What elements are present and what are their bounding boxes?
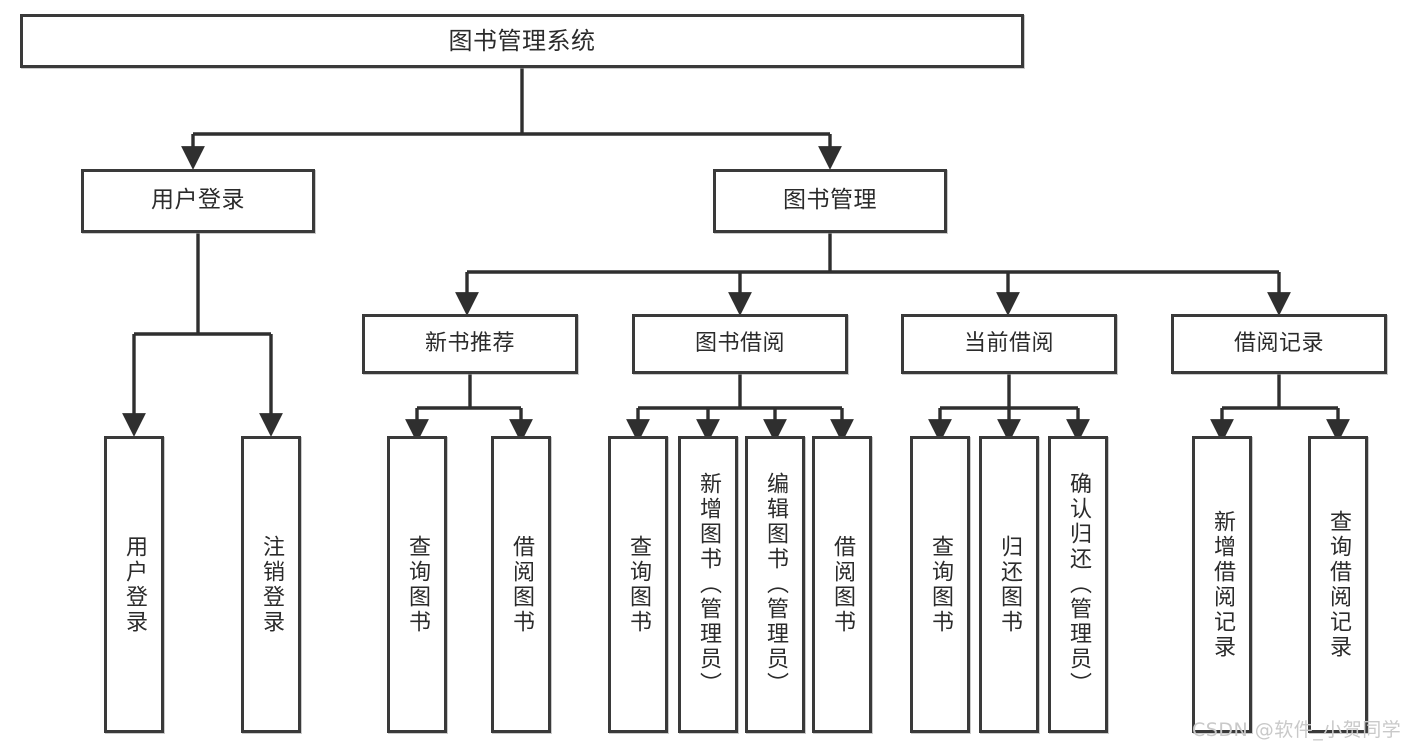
leaf-current-borrow-return[interactable]: 归还图书 (979, 436, 1039, 733)
leaf-book-borrow-query[interactable]: 查询图书 (608, 436, 668, 733)
node-label: 查询借阅记录 (1326, 509, 1351, 660)
node-root-library-system[interactable]: 图书管理系统 (20, 14, 1024, 68)
node-book-management[interactable]: 图书管理 (713, 169, 947, 233)
node-label: 图书管理 (783, 187, 877, 214)
csdn-watermark: CSDN @软件_小贺同学 (1192, 719, 1402, 741)
leaf-book-borrow-borrow[interactable]: 借阅图书 (812, 436, 872, 733)
leaf-new-book-borrow[interactable]: 借阅图书 (491, 436, 551, 733)
node-label: 当前借阅 (963, 330, 1054, 356)
leaf-new-book-query[interactable]: 查询图书 (387, 436, 447, 733)
leaf-borrow-record-add[interactable]: 新增借阅记录 (1192, 436, 1252, 733)
leaf-user-login-login[interactable]: 用户登录 (104, 436, 164, 733)
node-user-login[interactable]: 用户登录 (81, 169, 315, 233)
node-label: 借阅图书 (830, 534, 855, 635)
leaf-book-borrow-add[interactable]: 新增图书（管理员） (678, 436, 738, 733)
node-label: 图书借阅 (694, 330, 785, 356)
node-label: 新增图书（管理员） (696, 472, 721, 697)
node-label: 编辑图书（管理员） (763, 472, 788, 697)
node-label: 确认归还（管理员） (1066, 472, 1091, 697)
leaf-borrow-record-query[interactable]: 查询借阅记录 (1308, 436, 1368, 733)
node-label: 查询图书 (405, 534, 430, 635)
node-book-borrow[interactable]: 图书借阅 (632, 314, 848, 374)
node-label: 注销登录 (259, 534, 284, 635)
node-label: 借阅记录 (1233, 330, 1324, 356)
leaf-current-borrow-query[interactable]: 查询图书 (910, 436, 970, 733)
node-label: 用户登录 (122, 534, 147, 635)
leaf-book-borrow-edit[interactable]: 编辑图书（管理员） (745, 436, 805, 733)
node-borrow-record[interactable]: 借阅记录 (1171, 314, 1387, 374)
node-current-borrow[interactable]: 当前借阅 (901, 314, 1117, 374)
node-label: 图书管理系统 (448, 26, 596, 55)
node-label: 查询图书 (928, 534, 953, 635)
node-label: 归还图书 (997, 534, 1022, 635)
node-label: 新书推荐 (424, 330, 515, 356)
node-label: 借阅图书 (509, 534, 534, 635)
node-new-book-recommend[interactable]: 新书推荐 (362, 314, 578, 374)
node-label: 新增借阅记录 (1210, 509, 1235, 660)
leaf-current-borrow-confirm-return[interactable]: 确认归还（管理员） (1048, 436, 1108, 733)
node-label: 查询图书 (626, 534, 651, 635)
node-label: 用户登录 (151, 187, 245, 214)
leaf-user-login-logout[interactable]: 注销登录 (241, 436, 301, 733)
